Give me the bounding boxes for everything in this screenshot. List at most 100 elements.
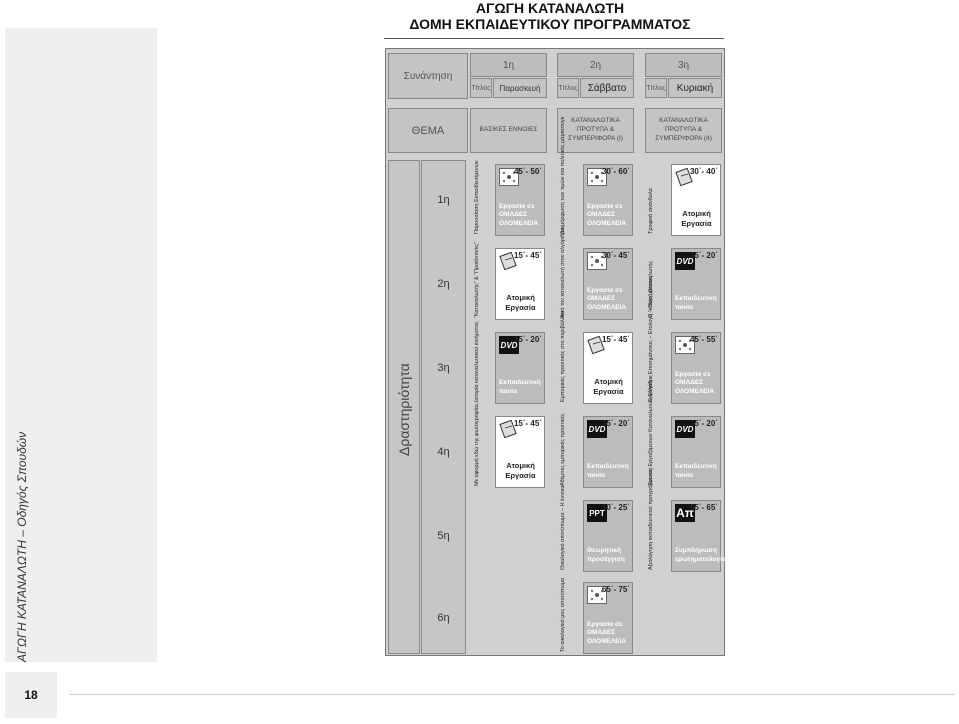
activity-cell: Τροφικά σκάνδαλα 30΄- 40΄ Ατομική Εργασί… bbox=[645, 162, 727, 242]
activity-method: Εργασία σε ΟΜΑΔΕΣ ΟΛΟΜΕΛΕΙΑ bbox=[675, 370, 715, 396]
activity-method: Θεωρητική προσέγγιση bbox=[587, 547, 625, 564]
day-2-name: Σάββατο bbox=[580, 78, 634, 98]
activity-cell: Παρουσίαση Εκπαιδευόμενων 45΄- 50΄ Εργασ… bbox=[470, 160, 552, 242]
page-number: 18 bbox=[24, 688, 38, 702]
activity-duration: 30΄- 40΄ bbox=[689, 167, 718, 176]
activity-method: Εργασία σε ΟΜΑΔΕΣ ΟΛΟΜΕΛΕΙΑ bbox=[587, 202, 627, 228]
notepad-icon bbox=[499, 251, 519, 271]
side-band bbox=[5, 28, 157, 662]
theme-day-1: ΒΑΣΙΚΕΣ ΕΝΝΟΙΕΣ bbox=[470, 108, 547, 153]
activity-column bbox=[388, 160, 420, 654]
activity-method: Ατομική Εργασία bbox=[593, 376, 624, 396]
activity-card: 15΄- 45΄ Ατομική Εργασία bbox=[583, 332, 633, 404]
activity-topic: Αθέμιτες εμπορικές πρακτικές bbox=[560, 413, 566, 486]
day-3-number: 3η bbox=[645, 53, 722, 77]
activity-duration: 65΄- 75΄ bbox=[601, 585, 630, 594]
activity-duration: 15΄- 45΄ bbox=[601, 335, 630, 344]
dvd-icon: DVD bbox=[675, 420, 695, 438]
activity-topic: Ιστορία καταναλωτικού κινήματος bbox=[474, 321, 480, 402]
activity-method: Εκπαιδευτική ταινία bbox=[587, 463, 629, 480]
activity-topic: Το οικολογικό μας αποτύπωμα bbox=[560, 577, 566, 652]
day-2-number: 2η bbox=[557, 53, 634, 77]
activity-cell: Εμπορικές πρακτικές στο περιβάλλον 15΄- … bbox=[557, 311, 639, 410]
group-work-icon bbox=[499, 168, 519, 186]
row-label-6: 6η bbox=[437, 612, 450, 624]
activity-duration: 55΄- 65΄ bbox=[689, 503, 718, 512]
activity-method: Ατομική Εργασία bbox=[505, 292, 536, 312]
activity-method: Εργασία σε ΟΜΑΔΕΣ ΟΛΟΜΕΛΕΙΑ bbox=[499, 202, 539, 228]
row-label-3: 3η bbox=[437, 362, 450, 374]
day-3-name: Κυριακή bbox=[668, 78, 722, 98]
activity-cell: “Καταναλωτής” & “Προϊόντα/ες” 15΄- 45΄ Α… bbox=[470, 242, 552, 326]
activity-topic: Από τον καταναλωτή στον αλγόριθμο bbox=[560, 227, 566, 318]
activity-topic: Διαμόρφωση των τιμών και πολιτικές μάρκε… bbox=[560, 116, 566, 234]
activity-duration: 45΄- 55΄ bbox=[689, 335, 718, 344]
activity-cell: Με αφορμή εδώ της φωτογραφίας… 15΄- 45΄ … bbox=[470, 397, 552, 494]
activity-topic: Παρουσίαση Εκπαιδευόμενων bbox=[474, 160, 480, 234]
day-1-name: Παρασκευή bbox=[493, 78, 547, 98]
activity-cell: Το οικολογικό μας αποτύπωμα 65΄- 75΄ Εργ… bbox=[557, 577, 639, 660]
doc-subtitle: ΔΟΜΗ ΕΚΠΑΙΔΕΥΤΙΚΟΥ ΠΡΟΓΡΑΜΜΑΤΟΣ bbox=[409, 16, 691, 32]
row-label-4: 4η bbox=[437, 446, 450, 458]
activity-card: Aπ 55΄- 65΄ Συμπλήρωση ερωτηματολογίου bbox=[671, 500, 730, 572]
activity-method: Ατομική Εργασία bbox=[681, 208, 712, 228]
activity-duration: 30΄- 60΄ bbox=[601, 167, 630, 176]
notepad-icon bbox=[587, 335, 607, 355]
activity-method: Εργασία σε ΟΜΑΔΕΣ ΟΛΟΜΕΛΕΙΑ bbox=[587, 620, 627, 646]
activity-method: Εργασία σε ΟΜΑΔΕΣ ΟΛΟΜΕΛΕΙΑ bbox=[587, 286, 627, 312]
row-label-1: 1η bbox=[437, 194, 450, 206]
activity-card: 45΄- 55΄ Εργασία σε ΟΜΑΔΕΣ ΟΛΟΜΕΛΕΙΑ bbox=[671, 332, 721, 404]
activity-duration: 15΄- 20΄ bbox=[601, 419, 630, 428]
activity-card: 15΄- 45΄ Ατομική Εργασία bbox=[495, 416, 545, 488]
presentation-icon: PPT bbox=[587, 504, 607, 522]
activity-duration: 30΄- 45΄ bbox=[601, 251, 630, 260]
activity-card: 30΄- 60΄ Εργασία σε ΟΜΑΔΕΣ ΟΛΟΜΕΛΕΙΑ bbox=[583, 164, 633, 236]
activity-method: Συμπλήρωση ερωτηματολογίου bbox=[675, 547, 730, 564]
row-label-column bbox=[421, 160, 466, 654]
theme-day-2: ΚΑΤΑΝΑΛΩΤΙΚΑ ΠΡΟΤΥΠΑ & ΣΥΜΠΕΡΙΦΟΡΑ (I) bbox=[557, 108, 634, 153]
activity-cell: Αξιολόγηση εκπαιδευτικού προγράμματος Aπ… bbox=[645, 468, 730, 578]
dvd-icon: DVD bbox=[675, 252, 695, 270]
page-number-box bbox=[5, 672, 57, 718]
activity-cell: Ιστορία καταναλωτικού κινήματος DVD 15΄-… bbox=[470, 321, 552, 410]
row-label-5: 5η bbox=[437, 530, 450, 542]
activity-cell: Εγγύηση – Επισημάνσεις – Επιλογή – Παρεμ… bbox=[645, 276, 727, 410]
activity-cell: Αθέμιτες εμπορικές πρακτικές DVD 15΄- 20… bbox=[557, 413, 639, 494]
activity-duration: 15΄- 20΄ bbox=[513, 335, 542, 344]
activity-topic: Οικολογικό αποτύπωμα – Η έννοια bbox=[560, 485, 566, 570]
activity-card: DVD 15΄- 20΄ Εκπαιδευτική ταινία bbox=[583, 416, 633, 488]
dvd-icon: DVD bbox=[587, 420, 607, 438]
group-work-icon bbox=[675, 336, 695, 354]
questionnaire-icon: Aπ bbox=[675, 504, 695, 522]
activity-topic: Τροφικά σκάνδαλα bbox=[648, 188, 654, 234]
activity-cell: Διαμόρφωση των τιμών και πολιτικές μάρκε… bbox=[557, 116, 639, 242]
activity-duration: 15΄- 20΄ bbox=[689, 419, 718, 428]
activity-duration: 15΄- 45΄ bbox=[513, 251, 542, 260]
group-work-icon bbox=[587, 586, 607, 604]
activity-card: 65΄- 75΄ Εργασία σε ΟΜΑΔΕΣ ΟΛΟΜΕΛΕΙΑ bbox=[583, 582, 633, 654]
doc-title: ΑΓΩΓΗ ΚΑΤΑΝΑΛΩΤΗ bbox=[475, 0, 625, 16]
activity-card: DVD 15΄- 20΄ Εκπαιδευτική ταινία bbox=[495, 332, 545, 404]
activity-card: DVD 15΄- 20΄ Εκπαιδευτική ταινία bbox=[671, 416, 721, 488]
activity-duration: 15΄- 45΄ bbox=[513, 419, 542, 428]
activity-method: Ατομική Εργασία bbox=[505, 460, 536, 480]
activity-duration: 15΄- 20΄ bbox=[689, 251, 718, 260]
row-label-2: 2η bbox=[437, 278, 450, 290]
title-divider bbox=[384, 38, 724, 39]
activity-duration: 45΄- 50΄ bbox=[513, 167, 542, 176]
notepad-icon bbox=[499, 419, 519, 439]
day-1-title-word: Τίτλος bbox=[470, 78, 492, 98]
activity-cell: Από τον καταναλωτή στον αλγόριθμο 30΄- 4… bbox=[557, 227, 639, 326]
activity-label: Δραστηριότητα bbox=[396, 363, 412, 456]
activity-card: PPT 10΄- 25΄ Θεωρητική προσέγγιση bbox=[583, 500, 633, 572]
day-2-title-word: Τίτλος bbox=[557, 78, 579, 98]
theme-day-3: ΚΑΤΑΝΑΛΩΤΙΚΑ ΠΡΟΤΥΠΑ & ΣΥΜΠΕΡΙΦΟΡΑ (II) bbox=[645, 108, 722, 153]
activity-duration: 10΄- 25΄ bbox=[601, 503, 630, 512]
activity-card: 30΄- 40΄ Ατομική Εργασία bbox=[671, 164, 721, 236]
activity-topic: Με αφορμή εδώ της φωτογραφίας… bbox=[474, 397, 480, 486]
activity-cell: Οικολογικό αποτύπωμα – Η έννοια PPT 10΄-… bbox=[557, 485, 639, 578]
group-work-icon bbox=[587, 168, 607, 186]
notepad-icon bbox=[675, 167, 695, 187]
meeting-label: Συνάντηση bbox=[388, 53, 468, 99]
activity-topic: “Καταναλωτής” & “Προϊόντα/ες” bbox=[474, 242, 480, 318]
